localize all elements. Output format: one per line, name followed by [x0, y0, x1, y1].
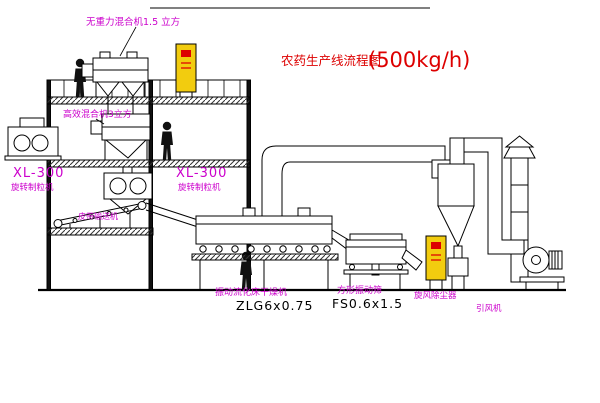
label-top-mixer: 无重力混合机1.5 立方 — [86, 16, 180, 28]
label-belt-conveyor: 皮带输送机 — [78, 211, 118, 221]
gravity-free-mixer — [81, 51, 149, 97]
column-right — [246, 79, 251, 291]
leader-line-mid-mixer — [95, 118, 105, 125]
belt-conveyor — [53, 201, 147, 228]
high-efficiency-mixer — [90, 113, 151, 160]
cyclone — [431, 137, 475, 290]
floor-slab-2 — [46, 159, 251, 168]
label-fan: 引风机 — [476, 303, 502, 314]
control-cabinet-top — [175, 43, 197, 97]
induced-draft-fan — [519, 246, 565, 290]
granulator-left — [4, 117, 62, 161]
floor-slab-1 — [46, 96, 251, 105]
label-screen-name: 方形振动筛 — [337, 284, 382, 296]
label-cyclone: 旋风除尘器 — [414, 290, 457, 301]
worker-figure-2 — [161, 121, 173, 160]
label-mid-mixer: 高效混合机3立方 — [63, 108, 132, 120]
label-screen-model: FS0.6x1.5 — [332, 296, 403, 311]
label-granulator-center-model: XL-300 — [176, 166, 227, 181]
diagram-capacity: (500kg/h) — [368, 48, 470, 72]
vibrating-screen — [331, 229, 423, 290]
dryer-feed-chute — [145, 202, 199, 228]
fluid-bed-dryer — [191, 207, 339, 290]
label-granulator-center-name: 旋转制粒机 — [178, 182, 221, 193]
column-left — [46, 79, 51, 291]
leader-line-top-mixer — [119, 26, 137, 57]
floor-slab-3 — [46, 227, 154, 236]
diagram-title: 农药生产线流程图 — [281, 53, 381, 68]
indicator-panel-icon — [431, 242, 441, 249]
label-granulator-left-model: XL-300 — [13, 166, 64, 181]
control-cabinet-right — [425, 235, 447, 290]
label-dryer-model: ZLG6x0.75 — [236, 298, 313, 313]
label-dryer-name: 振动流化床干燥机 — [215, 286, 287, 298]
exhaust-duct — [261, 145, 446, 217]
label-granulator-left-name: 旋转制粒机 — [11, 182, 54, 193]
mixer-feed-pipes — [107, 96, 134, 116]
indicator-panel-icon — [181, 50, 191, 57]
